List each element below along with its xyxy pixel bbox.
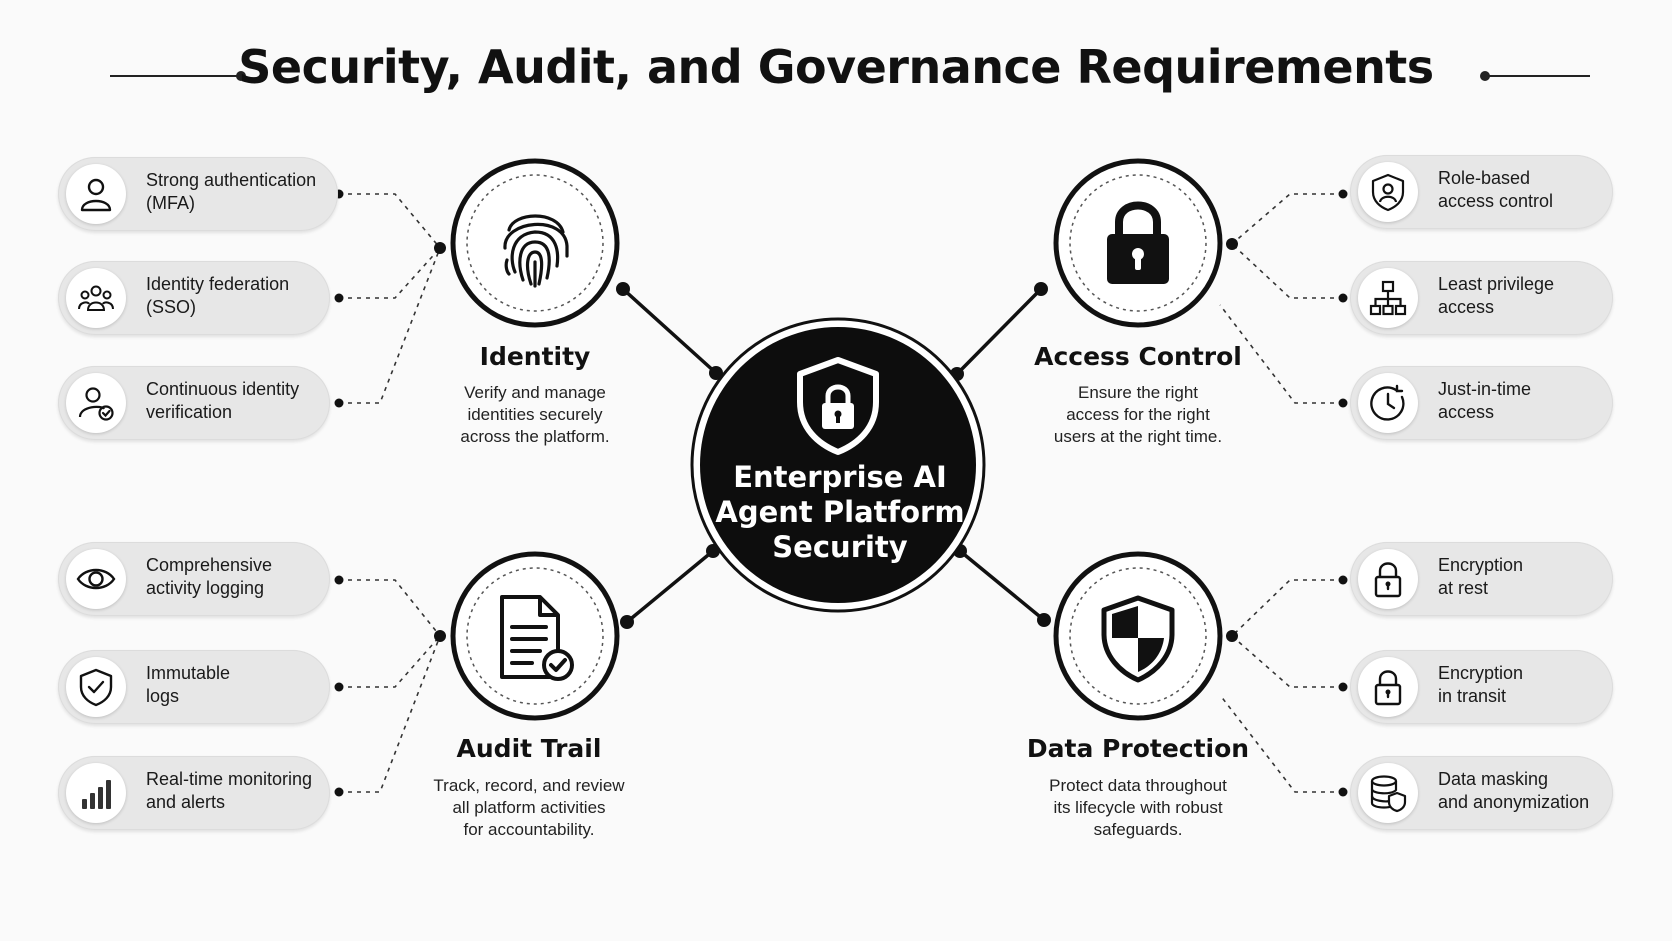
data-item-masking-label: Data masking and anonymization xyxy=(1438,769,1590,812)
spoke-data xyxy=(958,549,1046,622)
center-line-3: Security xyxy=(772,530,908,564)
spoke-audit xyxy=(625,549,715,624)
connector-identity-3 xyxy=(339,247,441,404)
connector-access-2 xyxy=(1231,243,1343,299)
access-item-rbac: Role-based access control xyxy=(1350,155,1613,229)
hierarchy-icon xyxy=(1358,268,1418,328)
document-check-icon xyxy=(500,595,574,681)
audit-trail-desc: Track, record, and review all platform a… xyxy=(433,776,625,839)
identity-item-mfa: Strong authentication (MFA) xyxy=(58,157,338,231)
identity-item-continuous: Continuous identity verification xyxy=(58,366,330,440)
identity-item-sso-label: Identity federation (SSO) xyxy=(146,274,290,317)
access-control-title: Access Control xyxy=(1034,342,1242,371)
data-item-in-transit-label: Encryption in transit xyxy=(1438,663,1524,706)
connector-data-3 xyxy=(1219,694,1343,793)
identity-item-mfa-label: Strong authentication (MFA) xyxy=(146,170,317,213)
identity-desc: Verify and manage identities securely ac… xyxy=(460,383,610,446)
lock-icon xyxy=(1358,549,1418,609)
access-item-least-privilege-label: Least privilege access xyxy=(1438,274,1555,317)
audit-trail-title: Audit Trail xyxy=(456,734,602,763)
audit-item-logging-label: Comprehensive activity logging xyxy=(146,555,273,598)
data-item-at-rest-label: Encryption at rest xyxy=(1438,555,1524,598)
center-line-2: Agent Platform xyxy=(715,495,965,529)
diagram-title: Security, Audit, and Governance Requirem… xyxy=(238,40,1434,94)
center-hub xyxy=(690,317,986,613)
spoke-access xyxy=(955,287,1043,376)
connector-audit-2 xyxy=(339,635,441,688)
connector-dots xyxy=(334,189,1348,797)
clock-icon xyxy=(1358,373,1418,433)
connector-identity-2 xyxy=(339,247,441,299)
lock-icon xyxy=(1358,657,1418,717)
eye-icon xyxy=(66,549,126,609)
checkered-shield-icon xyxy=(1101,595,1175,683)
access-item-jit: Just-in-time access xyxy=(1350,366,1613,440)
connector-access-1 xyxy=(1231,193,1343,245)
identity-title: Identity xyxy=(479,342,591,371)
padlock-icon xyxy=(1107,201,1169,284)
database-shield-icon xyxy=(1358,763,1418,823)
user-check-icon xyxy=(66,373,126,433)
audit-item-monitoring-label: Real-time monitoring and alerts xyxy=(146,769,313,812)
identity-item-sso: Identity federation (SSO) xyxy=(58,261,330,335)
access-item-least-privilege: Least privilege access xyxy=(1350,261,1613,335)
shield-lock-icon xyxy=(797,357,879,455)
connector-audit-1 xyxy=(339,579,441,637)
connector-data-1 xyxy=(1231,579,1343,637)
title-dot-left xyxy=(236,71,246,81)
spoke-identity xyxy=(621,287,718,375)
audit-item-logging: Comprehensive activity logging xyxy=(58,542,330,616)
center-line-1: Enterprise AI xyxy=(733,460,947,494)
audit-item-immutable: Immutable logs xyxy=(58,650,330,724)
shield-user-icon xyxy=(1358,162,1418,222)
connector-identity-1 xyxy=(339,193,441,249)
data-item-in-transit: Encryption in transit xyxy=(1350,650,1613,724)
shield-check-icon xyxy=(66,657,126,717)
access-item-jit-label: Just-in-time access xyxy=(1438,379,1532,422)
access-control-desc: Ensure the right access for the right us… xyxy=(1053,383,1223,446)
connector-data-2 xyxy=(1231,635,1343,688)
bar-chart-icon xyxy=(66,763,126,823)
access-item-rbac-label: Role-based access control xyxy=(1438,168,1554,211)
data-item-masking: Data masking and anonymization xyxy=(1350,756,1613,830)
data-item-at-rest: Encryption at rest xyxy=(1350,542,1613,616)
fingerprint-icon xyxy=(503,214,569,288)
connector-audit-3 xyxy=(339,635,441,793)
center-label: Enterprise AI Agent Platform Security xyxy=(690,460,990,565)
identity-item-continuous-label: Continuous identity verification xyxy=(146,379,300,422)
data-protection-title: Data Protection xyxy=(1026,734,1250,763)
data-protection-desc: Protect data throughout its lifecycle wi… xyxy=(1049,776,1227,839)
title-rule-left xyxy=(110,75,240,77)
connector-access-3 xyxy=(1219,304,1343,404)
audit-item-immutable-label: Immutable logs xyxy=(146,663,231,706)
user-icon xyxy=(66,164,126,224)
title-rule-right xyxy=(1485,75,1590,77)
users-group-icon xyxy=(66,268,126,328)
audit-item-monitoring: Real-time monitoring and alerts xyxy=(58,756,330,830)
